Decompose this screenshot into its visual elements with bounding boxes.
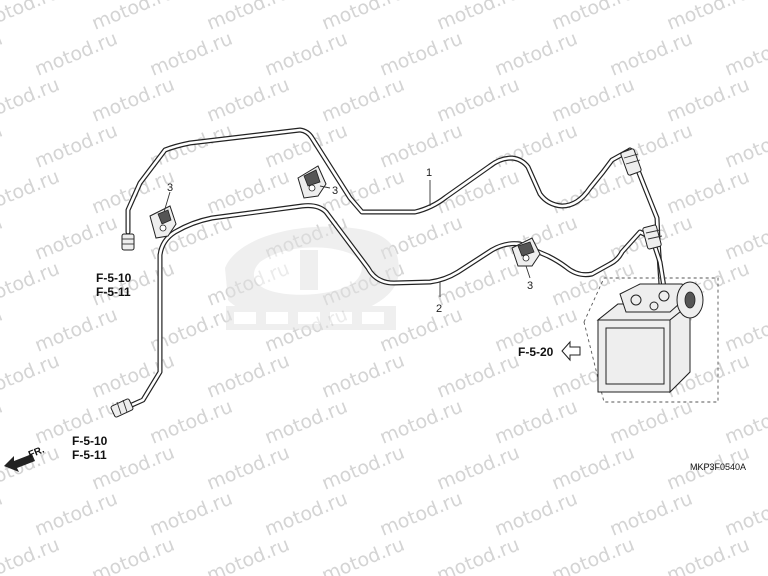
ref-top-left-2[interactable]: F-5-11 bbox=[96, 285, 131, 299]
watermark-text: motod.ru bbox=[434, 0, 523, 35]
watermark-text: motod.ru bbox=[664, 166, 753, 219]
watermark-text: motod.ru bbox=[722, 28, 768, 81]
brand-logo bbox=[225, 226, 399, 330]
watermark-text: motod.ru bbox=[262, 28, 351, 81]
watermark-text: motod.ru bbox=[664, 74, 753, 127]
watermark-text: motod.ru bbox=[0, 28, 6, 81]
ref-top-left-1[interactable]: F-5-10 bbox=[96, 271, 132, 285]
watermark-text: motod.ru bbox=[377, 28, 466, 81]
watermark-text: motod.ru bbox=[377, 120, 466, 173]
watermark-text: motod.ru bbox=[492, 120, 581, 173]
watermark-text: motod.ru bbox=[722, 396, 768, 449]
watermark-text: motod.ru bbox=[32, 120, 121, 173]
watermark-text: motod.ru bbox=[607, 396, 696, 449]
watermark-text: motod.ru bbox=[204, 534, 293, 576]
watermark-text: motod.ru bbox=[89, 350, 178, 403]
watermark-text: motod.ru bbox=[434, 258, 523, 311]
watermark-text: motod.ru bbox=[492, 28, 581, 81]
flare-nut-mid-right bbox=[642, 224, 663, 250]
watermark-text: motod.ru bbox=[32, 304, 121, 357]
watermark-text: motod.ru bbox=[377, 396, 466, 449]
watermark-text: motod.ru bbox=[32, 488, 121, 541]
ref-modulator[interactable]: F-5-20 bbox=[518, 345, 554, 359]
watermark-text: motod.ru bbox=[722, 304, 768, 357]
watermark-text: motod.ru bbox=[89, 534, 178, 576]
watermark-text: motod.ru bbox=[319, 442, 408, 495]
watermark-text: motod.ru bbox=[262, 120, 351, 173]
diagram-code: MKP3F0540A bbox=[690, 462, 746, 472]
watermark-text: motod.ru bbox=[147, 488, 236, 541]
watermark-text: motod.ru bbox=[32, 28, 121, 81]
leader-lines bbox=[163, 180, 531, 297]
watermark-text: motod.ru bbox=[0, 120, 6, 173]
watermark-text: motod.ru bbox=[549, 166, 638, 219]
ref-arrow-icon bbox=[561, 340, 581, 362]
watermark-text: motod.ru bbox=[434, 442, 523, 495]
watermark-text: motod.ru bbox=[664, 0, 753, 35]
watermark-text: motod.ru bbox=[492, 396, 581, 449]
watermark-text: motod.ru bbox=[262, 396, 351, 449]
callout-1: 1 bbox=[426, 167, 432, 179]
callout-3-right: 3 bbox=[527, 280, 533, 292]
watermark-text: motod.ru bbox=[0, 304, 6, 357]
abs-modulator bbox=[583, 277, 719, 403]
watermark-text: motod.ru bbox=[319, 0, 408, 35]
brake-pipe-2 bbox=[122, 203, 669, 411]
watermark-text: motod.ru bbox=[319, 350, 408, 403]
watermark-text: motod.ru bbox=[549, 74, 638, 127]
watermark-text: motod.ru bbox=[0, 396, 6, 449]
watermark-text: motod.ru bbox=[0, 212, 6, 265]
watermark-text: motod.ru bbox=[377, 488, 466, 541]
ref-bottom-left-1[interactable]: F-5-10 bbox=[72, 434, 108, 448]
flare-nut-bottom-left bbox=[110, 398, 134, 418]
watermark-text: motod.ru bbox=[607, 28, 696, 81]
watermark-text: motod.ru bbox=[147, 28, 236, 81]
watermark-text: motod.ru bbox=[32, 212, 121, 265]
watermark-text: motod.ru bbox=[722, 488, 768, 541]
watermark-text: motod.ru bbox=[549, 534, 638, 576]
watermark-text: motod.ru bbox=[434, 74, 523, 127]
watermark-text: motod.ru bbox=[319, 74, 408, 127]
watermark-text: motod.ru bbox=[319, 534, 408, 576]
watermark-text: motod.ru bbox=[0, 350, 63, 403]
watermark-text: motod.ru bbox=[722, 120, 768, 173]
watermark-text: motod.ru bbox=[147, 120, 236, 173]
pipe-clamp-right bbox=[511, 237, 541, 267]
callout-3-center: 3 bbox=[332, 185, 338, 197]
watermark-text: motod.ru bbox=[607, 120, 696, 173]
callout-3-left: 3 bbox=[167, 182, 173, 194]
watermark-text: motod.ru bbox=[0, 166, 63, 219]
watermark-text: motod.ru bbox=[89, 74, 178, 127]
watermark-text: motod.ru bbox=[492, 488, 581, 541]
watermark-text: motod.ru bbox=[0, 74, 63, 127]
watermark-text: motod.ru bbox=[204, 442, 293, 495]
watermark-text: motod.ru bbox=[147, 396, 236, 449]
flare-nut-top-right bbox=[620, 148, 642, 176]
watermark-text: motod.ru bbox=[262, 488, 351, 541]
watermark-text: motod.ru bbox=[0, 534, 63, 576]
flare-nut-top-left bbox=[121, 233, 135, 251]
watermark-text: motod.ru bbox=[607, 488, 696, 541]
watermark-text: motod.ru bbox=[434, 534, 523, 576]
ref-bottom-left-2[interactable]: F-5-11 bbox=[72, 448, 107, 462]
watermark-text: motod.ru bbox=[0, 488, 6, 541]
watermark-text: motod.ru bbox=[89, 0, 178, 35]
watermark-text: motod.ru bbox=[204, 0, 293, 35]
pipe-clamp-center bbox=[297, 165, 327, 199]
watermark-text: motod.ru bbox=[549, 0, 638, 35]
watermark-text: motod.ru bbox=[434, 350, 523, 403]
watermark-text: motod.ru bbox=[722, 212, 768, 265]
watermark-text: motod.ru bbox=[204, 350, 293, 403]
watermark-text: motod.ru bbox=[664, 534, 753, 576]
watermark-text: motod.ru bbox=[0, 0, 63, 35]
front-arrow-icon bbox=[4, 454, 35, 472]
callout-2: 2 bbox=[436, 303, 442, 315]
watermark-text: motod.ru bbox=[204, 74, 293, 127]
watermark-text: motod.ru bbox=[549, 442, 638, 495]
watermark-text: motod.ru bbox=[0, 258, 63, 311]
